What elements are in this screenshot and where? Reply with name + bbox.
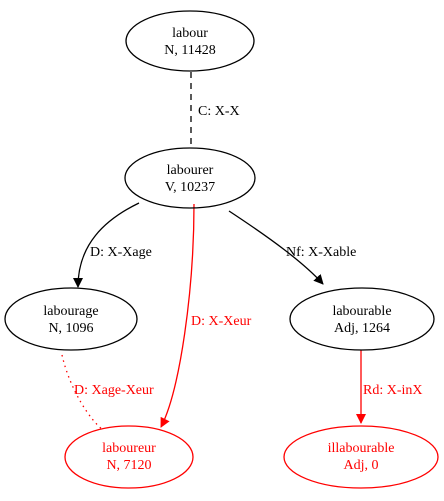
node-labourer: labourer V, 10237: [124, 147, 256, 209]
node-labourable: labourable Adj, 1264: [289, 287, 435, 351]
node-count-labourage: N, 1096: [48, 321, 93, 336]
edge-label-labourage-laboureur: D: Xage-Xeur: [74, 383, 154, 398]
edge-label-labourer-labourable: Nf: X-Xable: [286, 245, 356, 260]
edge-labour-labourer: C: X-X: [190, 72, 240, 147]
node-laboureur: laboureur N, 7120: [64, 425, 194, 489]
node-label-laboureur: laboureur: [102, 441, 156, 456]
node-label-labourer: labourer: [167, 163, 214, 178]
edge-label-labourer-labourage: D: X-Xage: [90, 245, 152, 260]
node-count-labourer: V, 10237: [165, 180, 215, 195]
edge-labourer-laboureur: D: X-Xeur: [160, 203, 252, 428]
node-label-labour: labour: [172, 26, 208, 41]
edge-labourer-labourage: D: X-Xage: [73, 202, 152, 288]
edge-label-labourable-illabourable: Rd: X-inX: [363, 383, 423, 398]
edge-label-labourer-laboureur: D: X-Xeur: [191, 314, 252, 329]
node-count-illabourable: Adj, 0: [344, 458, 379, 473]
edge-label-labour-labourer: C: X-X: [198, 104, 240, 119]
node-count-laboureur: N, 7120: [106, 458, 151, 473]
node-label-illabourable: illabourable: [328, 441, 395, 456]
edge-labourer-labourable: Nf: X-Xable: [228, 210, 356, 285]
edges: C: X-X D: X-Xage D: X-Xeur Nf: X-Xable D…: [61, 72, 423, 431]
node-illabourable: illabourable Adj, 0: [283, 425, 439, 489]
node-count-labour: N, 11428: [164, 43, 216, 58]
edge-labourage-laboureur: D: Xage-Xeur: [61, 354, 154, 431]
node-label-labourable: labourable: [332, 304, 391, 319]
nodes: labour N, 11428 labourer V, 10237 labour…: [4, 10, 439, 489]
node-label-labourage: labourage: [43, 304, 98, 319]
edge-labourable-illabourable: Rd: X-inX: [356, 350, 423, 424]
node-count-labourable: Adj, 1264: [334, 321, 390, 336]
node-labourage: labourage N, 1096: [4, 287, 138, 351]
node-labour: labour N, 11428: [125, 10, 255, 72]
